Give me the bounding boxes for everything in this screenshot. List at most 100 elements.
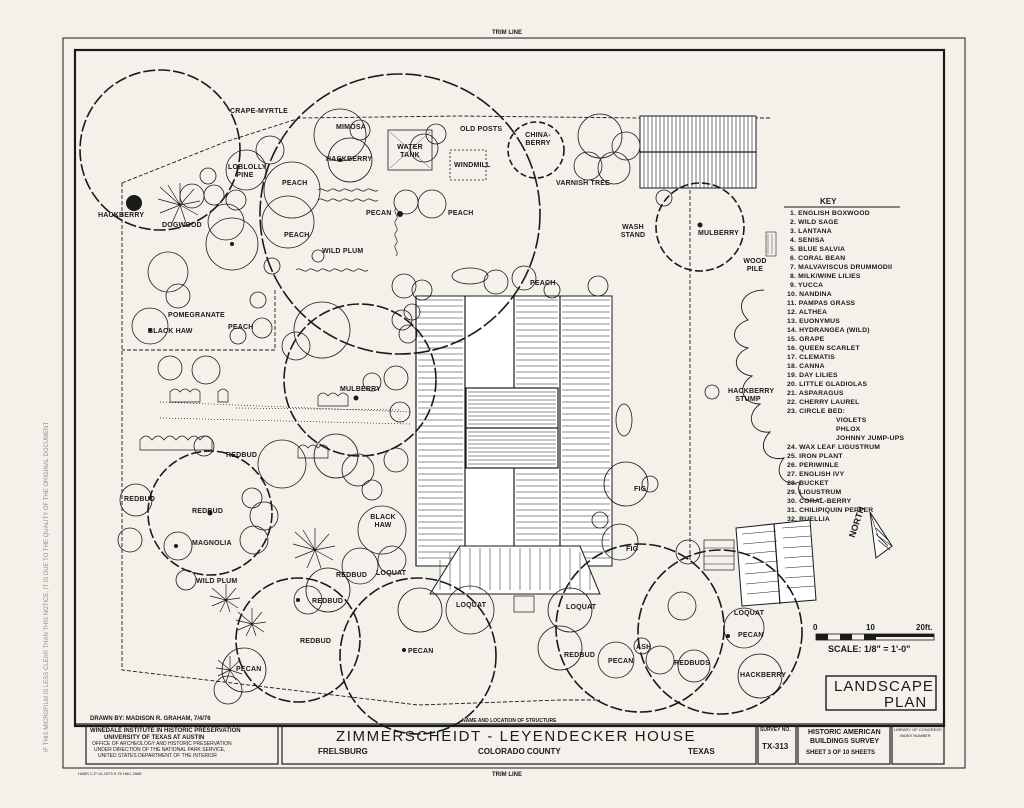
flower-beds: [139, 188, 398, 459]
structure-name: ZIMMERSCHEIDT - LEYENDECKER HOUSE: [336, 728, 697, 745]
shed-roof: [703, 519, 817, 607]
label-redbud-6: REDBUD: [300, 638, 332, 645]
survey-number: TX-313: [762, 742, 789, 751]
label-pecan-5: PECAN: [738, 632, 764, 639]
habs-line-2: BUILDINGS SURVEY: [810, 738, 880, 745]
label-redbud-3: REDBUD: [192, 508, 224, 515]
title-block-frame: [75, 675, 945, 765]
label-black-haw-1: BLACK HAW: [148, 328, 193, 335]
label-wild-plum-2: WILD PLUM: [196, 578, 238, 585]
key-item: 26. PERIWINLE: [787, 462, 839, 469]
key-item: 20. LITTLE GLADIOLAS: [787, 381, 868, 388]
key-item: 29. LIGUSTRUM: [787, 489, 842, 496]
scale-bar: [815, 633, 935, 641]
tree-canopies-small: [117, 108, 783, 705]
label-peach-2: PEACH: [284, 232, 310, 239]
key-item: 7. MALVAVISCUS DRUMMODII: [790, 264, 893, 271]
key-item: 5. BLUE SALVIA: [790, 246, 846, 253]
key-item: 32. RUELLIA: [787, 516, 830, 523]
house-roof: [415, 295, 613, 613]
label-fig-2: FIG: [626, 546, 639, 553]
scale-tick-20: 20ft.: [916, 623, 933, 632]
scale-tick-0: 0: [813, 623, 818, 632]
label-magnolia: MAGNOLIA: [192, 540, 232, 547]
label-loquat-2: LOQUAT: [456, 602, 487, 609]
label-old-posts: OLD POSTS: [460, 126, 503, 133]
margin-note: IF THIS MICROFILM IS LESS CLEAR THAN THI…: [44, 421, 50, 752]
label-peach-5: PEACH: [228, 324, 254, 331]
palm-symbols: [157, 183, 336, 683]
label-peach-3: PEACH: [448, 210, 474, 217]
key-item: 9. YUCCA: [790, 282, 824, 289]
trim-line-bottom: TRIM LINE: [492, 772, 522, 778]
label-loquat-1: LOQUAT: [376, 570, 407, 577]
label-pecan-4: PECAN: [608, 658, 634, 665]
institute-line-5: UNITED STATES DEPARTMENT OF THE INTERIOR: [98, 753, 217, 759]
key-item: 17. CLEMATIS: [787, 354, 835, 361]
key-item: 21. ASPARAGUS: [787, 390, 844, 397]
label-redbud-5: REDBUD: [312, 598, 344, 605]
key-item: 30. CORAL-BERRY: [787, 498, 852, 505]
library-caption-2: INDEX NUMBER: [900, 733, 931, 738]
tree-trunks: [126, 158, 730, 652]
label-wood-pile: WOOD PILE: [743, 258, 767, 273]
key-item: 11. PAMPAS GRASS: [787, 300, 856, 307]
label-redbud-2: REDBUD: [124, 496, 156, 503]
label-redbud-1: REDBUD: [226, 452, 258, 459]
label-loblolly-pine: LOBLOLLY PINE: [228, 164, 267, 179]
walkways: [159, 401, 411, 425]
label-hackberry-stump: HACKBERRY STUMP: [728, 388, 775, 403]
survey-caption: SURVEY NO.: [760, 727, 791, 733]
sheet-number: SHEET 3 OF 10 SHEETS: [806, 750, 876, 756]
hackberry-stump-outline: [734, 289, 823, 502]
key-item: 4. SENISA: [790, 237, 825, 244]
key-item: 27. ENGLISH IVY: [787, 471, 845, 478]
label-pomegranate: POMEGRANATE: [168, 312, 225, 319]
key-item: 19. DAY LILIES: [787, 372, 838, 379]
key-item: VIOLETS: [836, 417, 867, 424]
label-hackberry-left: HACKBERRY: [98, 212, 145, 219]
key-item: 18. CANNA: [787, 363, 825, 370]
label-pecan-2: PECAN: [408, 648, 434, 655]
key-item: 13. EUONYMUS: [787, 318, 841, 325]
label-china-berry: CHINA-BERRY: [525, 132, 551, 147]
key-item: 3. LANTANA: [790, 228, 832, 235]
name-caption: NAME AND LOCATION OF STRUCTURE: [462, 718, 557, 724]
label-pecan-1: PECAN: [366, 210, 392, 217]
label-hackberry-bottom: HACKBERRY: [740, 672, 787, 679]
label-dogwood: DOGWOOD: [162, 222, 202, 229]
institute-line-3: OFFICE OF ARCHEOLOGY AND HISTORIC PRESER…: [92, 741, 232, 747]
key-item: 28. BUCKET: [787, 480, 829, 487]
label-peach-1: PEACH: [282, 180, 308, 187]
label-black-haw-2: BLACK HAW: [370, 514, 396, 529]
label-redbuds: REDBUDS: [674, 660, 711, 667]
plan-title-line1: LANDSCAPE: [834, 678, 934, 695]
label-ash: ASH: [636, 644, 652, 651]
outer-border: [62, 37, 966, 769]
label-windmill: WINDMILL: [454, 162, 491, 169]
key-item: 14. HYDRANGEA (WILD): [787, 327, 870, 334]
library-caption: LIBRARY OF CONGRESS: [894, 727, 942, 732]
label-pecan-3: PECAN: [236, 666, 262, 673]
plan-title-line2: PLAN: [884, 694, 928, 711]
footer-code: HABS C-P 10-1973 9-75 HAC-2568: [78, 771, 142, 776]
key-item: 24. WAX LEAF LIGUSTRUM: [787, 444, 881, 451]
trim-line-top: TRIM LINE: [492, 30, 522, 36]
label-peach-4: PEACH: [530, 280, 556, 287]
label-wild-plum-1: WILD PLUM: [322, 248, 364, 255]
label-water-tank: WATER TANK: [397, 144, 423, 159]
label-loquat-3: LOQUAT: [566, 604, 597, 611]
habs-line-1: HISTORIC AMERICAN: [808, 729, 881, 736]
key-item: 6. CORAL BEAN: [790, 255, 846, 262]
key-item: 1. ENGLISH BOXWOOD: [790, 210, 870, 217]
label-varnish-tree: VARNISH TREE: [556, 180, 610, 187]
scale-text: SCALE: 1/8" = 1'-0": [828, 644, 911, 654]
key-item: 16. QUEEN SCARLET: [787, 345, 860, 352]
institute-line-2: UNIVERSITY OF TEXAS AT AUSTIN: [104, 735, 205, 741]
key-item: 31. CHILIPIQUIN PEPPER: [787, 507, 874, 514]
north-arrow-icon: [869, 511, 893, 559]
label-mimosa: MIMOSA: [336, 124, 366, 131]
key-item: 12. ALTHEA: [787, 309, 828, 316]
label-loquat-4: LOQUAT: [734, 610, 765, 617]
